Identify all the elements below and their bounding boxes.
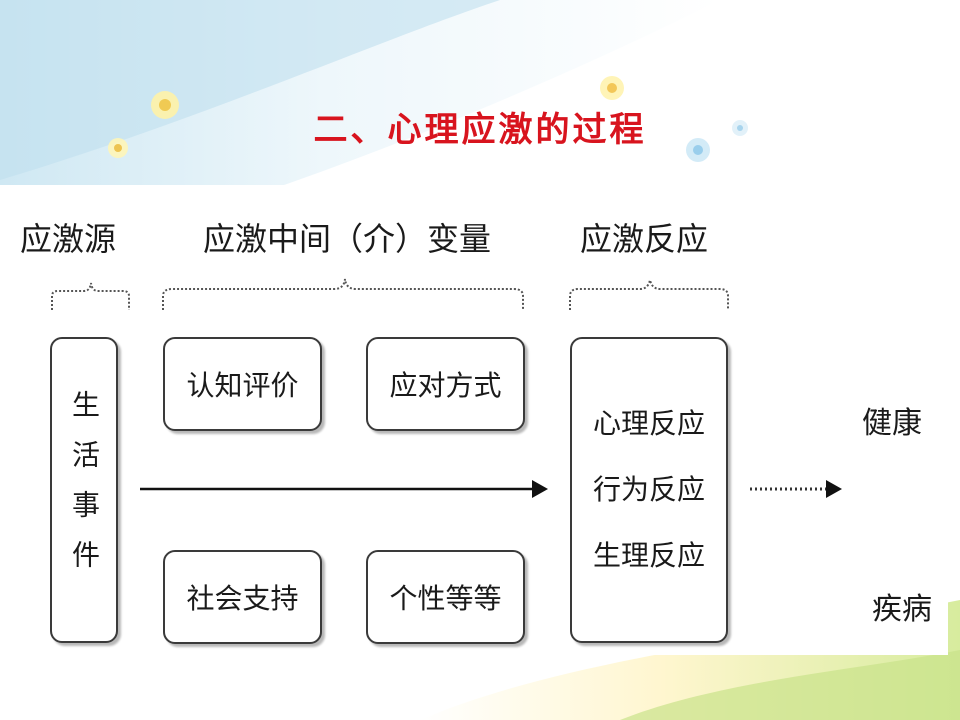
outcome-disease: 疾病 <box>872 592 932 627</box>
stress-response-box: 心理反应 行为反应 生理反应 <box>570 337 728 643</box>
main-arrow <box>140 480 548 498</box>
life-events-label: 生活事件 <box>68 390 101 590</box>
coping-style-label: 应对方式 <box>389 369 502 402</box>
brace-response <box>569 279 729 310</box>
header-mediators: 应激中间（介）变量 <box>203 220 492 258</box>
header-stressor: 应激源 <box>20 220 117 258</box>
behavioral-response-label: 行为反应 <box>592 473 705 506</box>
personality-label: 个性等等 <box>389 582 502 615</box>
brace-stressor <box>51 282 130 310</box>
social-support-box: 社会支持 <box>163 550 322 644</box>
life-events-box: 生活事件 <box>50 337 118 643</box>
personality-box: 个性等等 <box>366 550 525 644</box>
outcome-arrow <box>750 480 842 498</box>
social-support-label: 社会支持 <box>186 582 299 615</box>
cognitive-appraisal-label: 认知评价 <box>186 369 299 402</box>
physiological-response-label: 生理反应 <box>592 539 705 572</box>
psychological-response-label: 心理反应 <box>592 407 705 440</box>
coping-style-box: 应对方式 <box>366 337 525 431</box>
page-title: 二、心理应激的过程 <box>313 110 647 150</box>
brace-mediators <box>162 278 524 310</box>
cognitive-appraisal-box: 认知评价 <box>163 337 322 431</box>
outcome-health: 健康 <box>862 406 922 441</box>
header-stress-response: 应激反应 <box>580 220 709 258</box>
